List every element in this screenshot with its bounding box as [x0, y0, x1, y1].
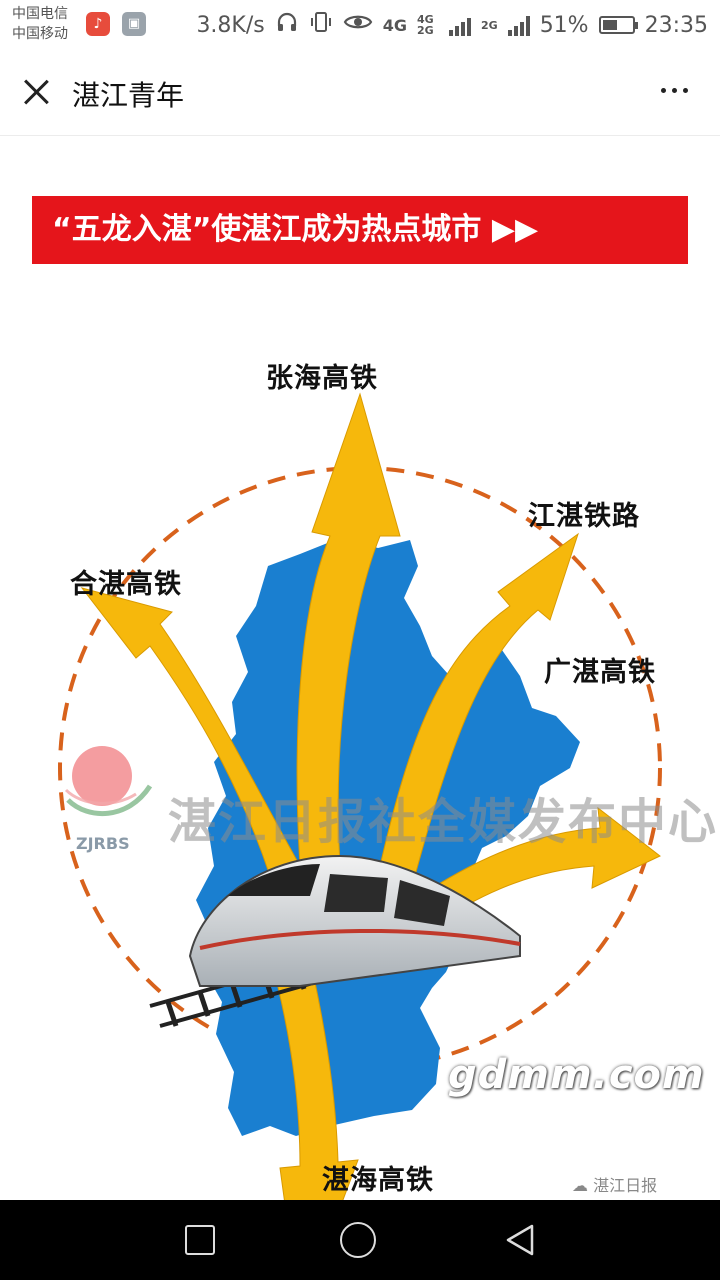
zjrbs-logo-icon — [64, 746, 153, 817]
arrow-northeast — [379, 532, 579, 873]
article-banner: “五龙入湛”使湛江成为热点城市 ▶▶ — [32, 196, 688, 264]
wechat-icon: ☁ — [572, 1176, 588, 1195]
clock: 23:35 — [644, 12, 708, 38]
arrow-east — [419, 806, 661, 929]
signal-2-icon — [507, 14, 530, 36]
source-tag-label: 湛江日报 — [593, 1176, 658, 1195]
network-type-1: 4G — [382, 15, 407, 35]
arrow-northwest — [80, 587, 301, 877]
carrier-1: 中国电信 — [12, 6, 68, 22]
system-nav-bar — [0, 1200, 720, 1280]
arrow-north — [296, 392, 401, 867]
status-bar: 中国电信 中国移动 ♪ ▣ 3.8K/s 4G 4G 2G 2G 51% 23:… — [0, 0, 720, 50]
network-type-2: 4G 2G — [417, 13, 434, 37]
gallery-app-icon: ▣ — [122, 12, 146, 36]
arrow-south — [269, 941, 359, 1200]
network-type-3: 2G — [481, 18, 498, 32]
route-label-south: 湛海高铁 — [322, 1165, 434, 1196]
route-label-east: 广湛高铁 — [544, 657, 656, 688]
recent-apps-icon[interactable] — [182, 1222, 218, 1258]
route-label-north: 张海高铁 — [266, 363, 378, 394]
signal-1-icon — [449, 14, 471, 36]
eye-icon — [343, 10, 373, 40]
vibrate-icon — [309, 10, 333, 40]
carrier-2: 中国移动 — [12, 26, 68, 42]
back-icon[interactable] — [502, 1222, 538, 1258]
music-app-icon: ♪ — [86, 12, 110, 36]
site-watermark: gdmm.com — [448, 1052, 705, 1098]
home-icon[interactable] — [340, 1222, 376, 1258]
article-content: “五龙入湛”使湛江成为热点城市 ▶▶ — [0, 136, 720, 1200]
net-speed: 3.8K/s — [196, 12, 265, 38]
page-title: 湛江青年 — [72, 79, 185, 112]
battery-icon — [598, 16, 638, 34]
title-bar: 湛江青年 — [0, 50, 720, 136]
railway-map-graphic — [58, 392, 662, 1200]
route-label-northwest: 合湛高铁 — [70, 569, 182, 600]
battery-percent: 51% — [539, 12, 589, 38]
headphone-icon — [275, 10, 299, 40]
close-icon[interactable] — [18, 74, 54, 110]
route-label-northeast: 江湛铁路 — [528, 501, 640, 532]
publisher-watermark: 湛江日报社全媒发布中心 — [168, 794, 719, 850]
more-options-icon[interactable] — [661, 88, 688, 93]
train-graphic — [149, 854, 521, 1028]
logo-abbreviation: ZJRBS — [76, 834, 130, 853]
carrier-info: 中国电信 中国移动 — [12, 4, 68, 44]
source-tag: ☁ 湛江日报 — [572, 1172, 657, 1196]
